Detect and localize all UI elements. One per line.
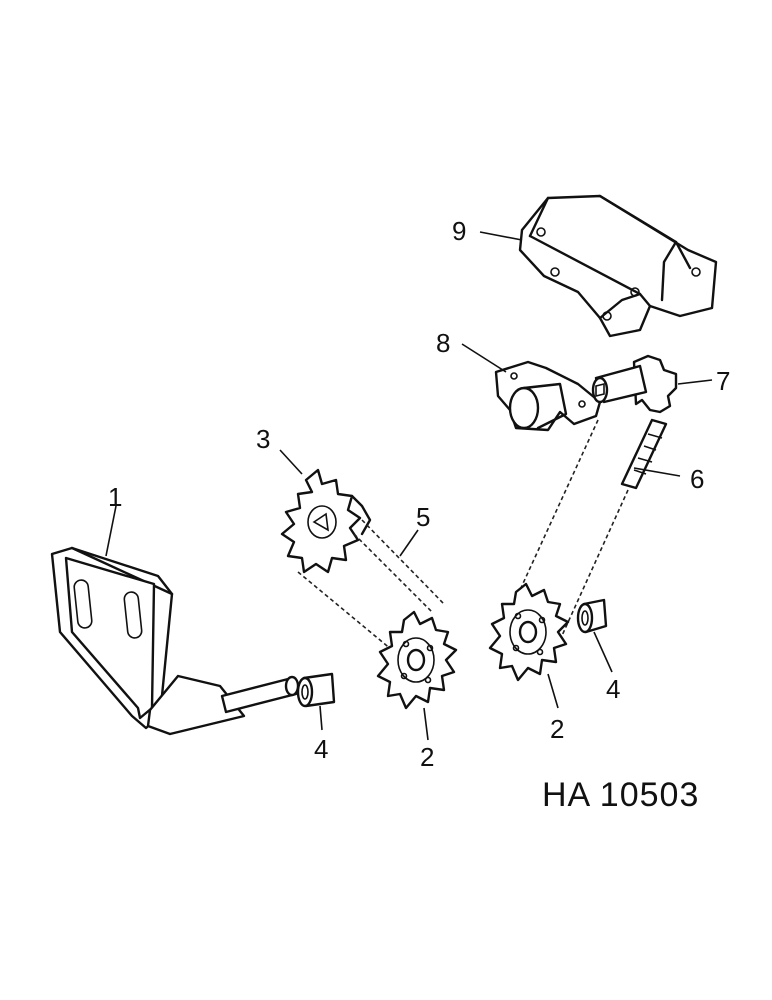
idler-sprocket-left-part: [376, 610, 458, 710]
callout-6: 6: [690, 464, 704, 494]
chain-phantom-part: [297, 519, 445, 651]
drive-sprocket-part: [280, 468, 372, 574]
callout-3: 3: [256, 424, 270, 454]
callout-9: 9: [452, 216, 466, 246]
right-chain-phantom: [519, 419, 629, 641]
chain-links-part: [620, 418, 668, 490]
callout-4-left: 4: [314, 734, 328, 764]
callout-7: 7: [716, 366, 730, 396]
mounting-plate-part: [50, 546, 300, 736]
bearing-clamp-part: [494, 360, 602, 432]
callout-2-right: 2: [550, 714, 564, 744]
housing-bracket-part: [518, 194, 718, 338]
callout-8: 8: [436, 328, 450, 358]
callout-1: 1: [108, 482, 122, 512]
callout-labels: 9 8 7 6 3 5 1 4 2 2 4: [108, 216, 730, 772]
bushing-left-part: [296, 672, 336, 708]
callout-5: 5: [416, 502, 430, 532]
idler-sprocket-right-part: [488, 582, 570, 682]
leader-lines: [105, 231, 713, 741]
sprocket-with-hub-part: [591, 354, 678, 414]
callout-2-left: 2: [420, 742, 434, 772]
drawing-code: HA 10503: [542, 776, 699, 814]
bushing-right-part: [576, 598, 608, 634]
callout-4-right: 4: [606, 674, 620, 704]
